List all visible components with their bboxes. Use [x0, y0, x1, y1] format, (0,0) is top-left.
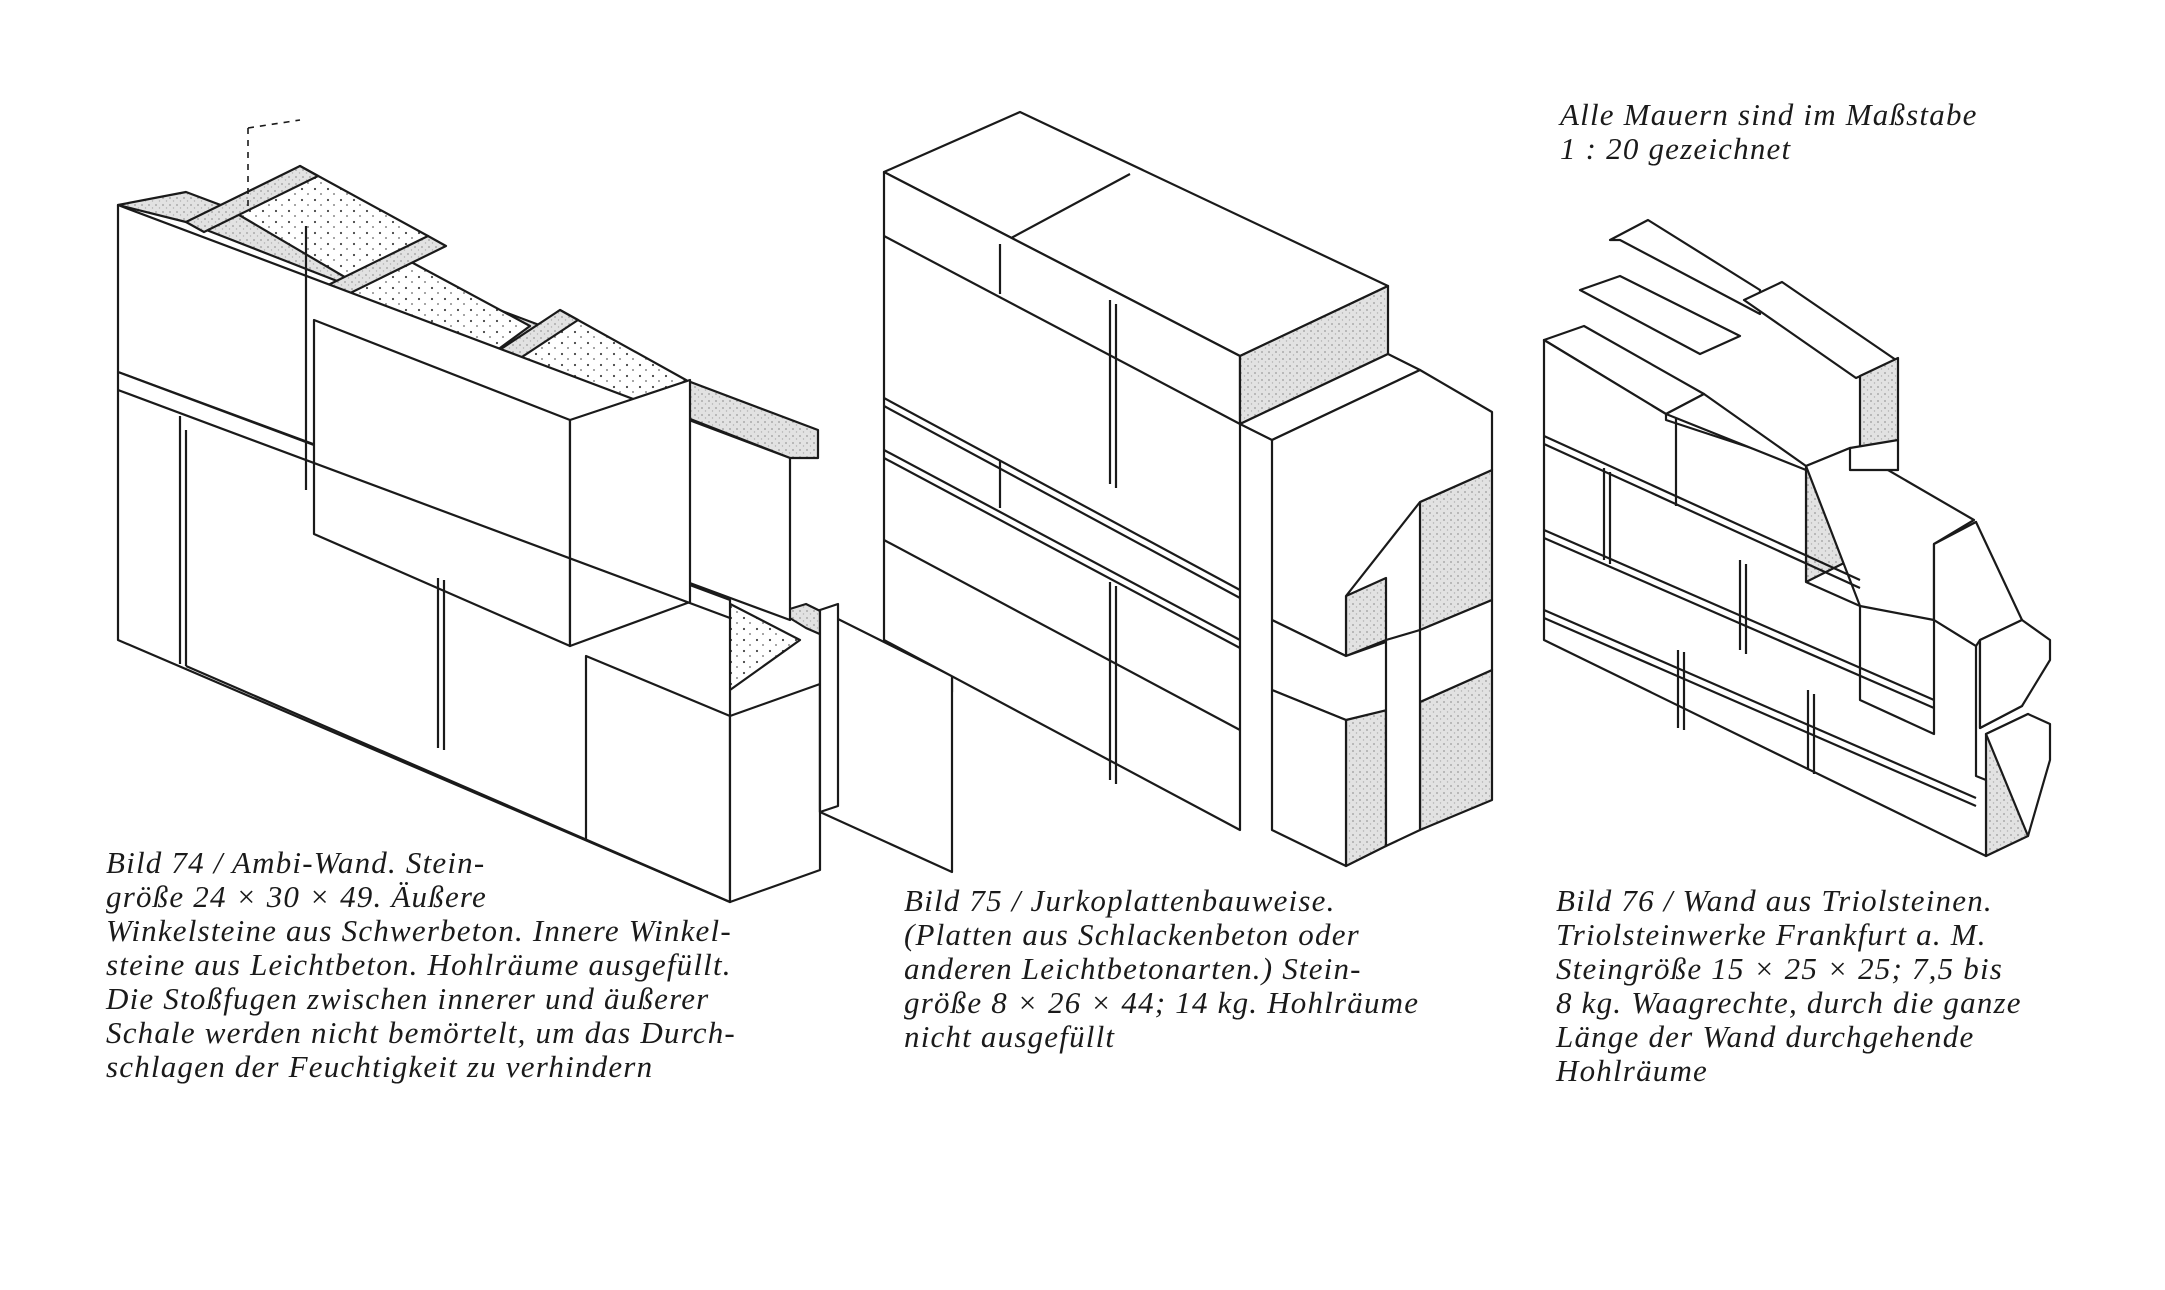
caption-line: Die Stoßfugen zwischen innerer und äußer… [106, 981, 710, 1016]
wall-74-divider-1 [184, 164, 320, 234]
scale-note-line: Alle Mauern sind im Maßstabe [1560, 97, 1978, 132]
caption-line: Hohlräume [1556, 1053, 1709, 1088]
wall-76-joint [1543, 442, 1861, 590]
caption-line: Bild 75 / Jurkoplattenbauweise. [904, 883, 1336, 918]
caption-line: 8 kg. Waagrechte, durch die ganze [1556, 985, 2022, 1020]
wall-74-hidden-edge [247, 119, 301, 129]
caption-line: größe 24 × 30 × 49. Äußere [106, 879, 487, 914]
caption-line: Bild 76 / Wand aus Triolsteinen. [1556, 883, 1993, 918]
caption-line: nicht ausgefüllt [904, 1019, 1116, 1054]
wall-75-joint [883, 397, 1241, 591]
scale-note: Alle Mauern sind im Maßstabe 1 : 20 geze… [1560, 98, 2080, 166]
caption-line: steine aus Leichtbeton. Hohlräume ausgef… [106, 947, 732, 982]
caption-line: schlagen der Feuchtigkeit zu verhindern [106, 1049, 654, 1084]
wall-76-front [1542, 338, 1988, 858]
caption-line: Steingröße 15 × 25 × 25; 7,5 bis [1556, 951, 2004, 986]
caption-line: Triolsteinwerke Frankfurt a. M. [1556, 917, 1987, 952]
wall-76-top-surface [1742, 280, 1898, 380]
scale-note-line: 1 : 20 gezeichnet [1560, 131, 1792, 166]
wall-75-joint [883, 449, 1241, 641]
wall-74-end-edge [818, 602, 840, 814]
wall-75-slab [1270, 688, 1348, 868]
wall-75-joint [883, 539, 1241, 731]
wall-76-step [1978, 618, 2052, 730]
wall-75-slab-end-5 [1344, 702, 1388, 868]
figure-74-caption: Bild 74 / Ambi-Wand. Stein- größe 24 × 3… [106, 846, 866, 1084]
wall-74-lower-block-side [728, 682, 822, 904]
figure-76-caption: Bild 76 / Wand aus Triolsteinen. Triolst… [1556, 884, 2116, 1088]
caption-line: (Platten aus Schlackenbeton oder [904, 917, 1360, 952]
wall-76-step [1848, 438, 1900, 472]
figure-75-jurko-wall [882, 110, 1494, 868]
wall-75-top-joint [999, 173, 1131, 245]
figure-76-triol-wall [1542, 218, 2052, 858]
caption-line: Bild 74 / Ambi-Wand. Stein- [106, 845, 486, 880]
wall-76-joint [1543, 616, 1977, 808]
wall-75-joint [883, 457, 1241, 649]
wall-76-step [1984, 712, 2052, 838]
wall-75-joint [883, 405, 1241, 599]
caption-line: größe 8 × 26 × 44; 14 kg. Hohlräume [904, 985, 1420, 1020]
wall-75-joint [883, 235, 1241, 425]
figure-75-caption: Bild 75 / Jurkoplattenbauweise. (Platten… [904, 884, 1504, 1054]
wall-74-joint [117, 388, 731, 620]
wall-75-slab [1384, 628, 1422, 848]
wall-76-joint [1543, 608, 1977, 800]
wall-76-top-surface [1578, 274, 1742, 356]
wall-74-block-side [568, 378, 692, 648]
wall-74-joint [185, 664, 731, 904]
caption-line: Länge der Wand durchgehende [1556, 1019, 1975, 1054]
figure-74-ambi-wall [116, 119, 954, 904]
caption-line: Winkelsteine aus Schwerbeton. Innere Win… [106, 913, 732, 948]
caption-line: anderen Leichtbetonarten.) Stein- [904, 951, 1362, 986]
wall-76-joint [1543, 434, 1861, 582]
caption-line: Schale werden nicht bemörtelt, um das Du… [106, 1015, 736, 1050]
